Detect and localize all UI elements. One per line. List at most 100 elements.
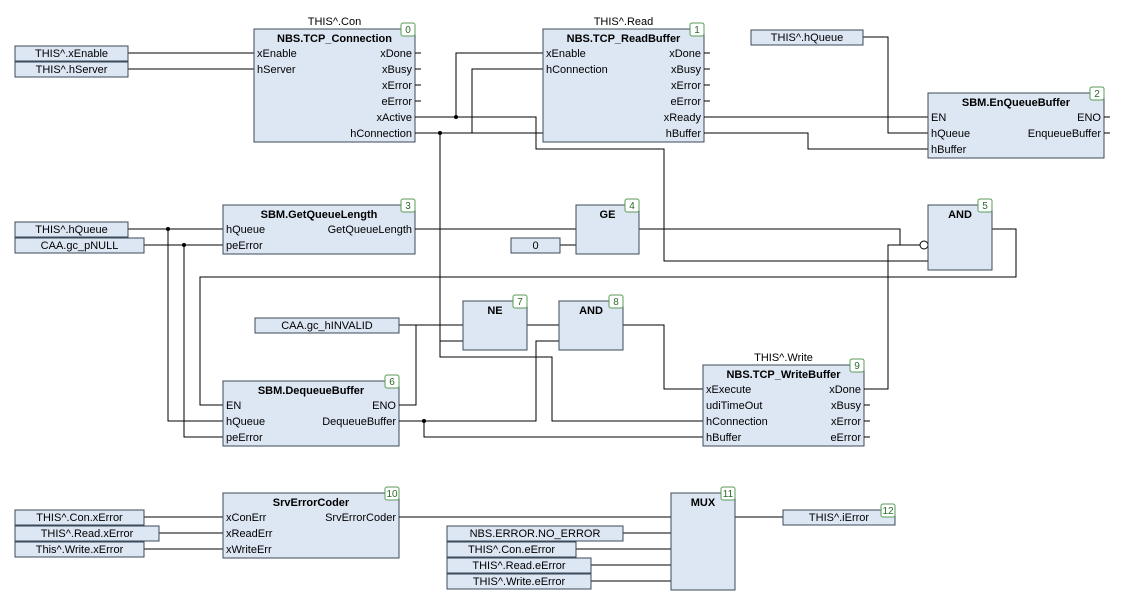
variable-box[interactable] [510, 237, 561, 254]
variable-box[interactable] [446, 525, 624, 542]
block-read[interactable]: THIS^.ReadNBS.TCP_ReadBuffer1xEnablehCon… [542, 16, 710, 143]
block-instance-name: THIS^.Con [308, 16, 361, 28]
block-body[interactable] [462, 300, 528, 351]
input-pin-EN: EN [226, 400, 241, 412]
variable-v_pNULL[interactable]: CAA.gc_pNULL [14, 237, 145, 254]
block-body[interactable] [542, 28, 705, 143]
output-pin-DequeueBuffer: DequeueBuffer [322, 416, 396, 428]
block-body[interactable] [253, 28, 416, 143]
block-number-badge [400, 198, 416, 213]
block-body[interactable] [558, 300, 624, 351]
variable-box[interactable] [14, 237, 145, 254]
junction-dot [166, 227, 170, 231]
block-number-badge [849, 358, 865, 373]
variable-v_zero[interactable]: 0 [510, 237, 561, 254]
block-body[interactable] [670, 492, 736, 591]
block-conn[interactable]: THIS^.ConNBS.TCP_Connection0xEnablehServ… [253, 16, 421, 143]
block-body[interactable] [927, 204, 993, 271]
variable-v_readx[interactable]: THIS^.Read.xError [14, 525, 160, 542]
variable-name: CAA.gc_pNULL [41, 240, 119, 252]
block-gql[interactable]: SBM.GetQueueLength3hQueuepeErrorGetQueue… [222, 198, 421, 255]
block-title: SBM.DequeueBuffer [258, 385, 365, 397]
wire [456, 116, 928, 262]
input-pin-hQueue: hQueue [226, 416, 265, 428]
variable-box[interactable] [446, 541, 577, 558]
block-number: 2 [1094, 89, 1100, 100]
block-enq[interactable]: SBM.EnQueueBuffer2ENhQueuehBufferENOEnqu… [927, 86, 1110, 159]
variable-v_writee[interactable]: THIS^.Write.eError [446, 573, 592, 590]
output-pin-xReady: xReady [664, 112, 702, 124]
variable-box[interactable] [14, 45, 129, 62]
wire [864, 244, 928, 390]
block-err[interactable]: SrvErrorCoder10xConErrxReadErrxWriteErrS… [222, 486, 405, 559]
variable-box[interactable] [14, 541, 145, 558]
output-pin-eError: eError [670, 96, 701, 108]
variable-number: 12 [882, 506, 894, 517]
input-pin-xConErr: xConErr [226, 512, 267, 524]
wire [183, 245, 223, 438]
variable-v_noerr[interactable]: NBS.ERROR.NO_ERROR [446, 525, 624, 542]
variable-box[interactable] [14, 509, 145, 526]
block-title: NE [487, 305, 502, 317]
block-body[interactable] [702, 364, 865, 447]
block-number: 1 [694, 25, 700, 36]
output-pin-SrvErrorCoder: SrvErrorCoder [325, 512, 396, 524]
block-deq[interactable]: SBM.DequeueBuffer6ENhQueuepeErrorENODequ… [222, 374, 405, 447]
block-number: 7 [517, 297, 523, 308]
variable-name: THIS^.hQueue [35, 224, 107, 236]
block-body[interactable] [222, 380, 400, 447]
variable-box[interactable] [14, 61, 129, 78]
block-write[interactable]: THIS^.WriteNBS.TCP_WriteBuffer9xExecuteu… [702, 352, 870, 447]
block-number: 10 [386, 489, 398, 500]
variable-box[interactable] [14, 221, 129, 238]
variable-name: CAA.gc_hINVALID [281, 320, 373, 332]
wire [704, 132, 928, 150]
block-ne[interactable]: NE 7 [462, 294, 528, 351]
variable-v_hServer[interactable]: THIS^.hServer [14, 61, 129, 78]
output-pin-xError: xError [382, 80, 412, 92]
block-body[interactable] [575, 204, 640, 255]
variable-v_hQueue_top[interactable]: THIS^.hQueue [750, 29, 864, 46]
input-pin-peError: peError [226, 240, 263, 252]
variable-box[interactable] [446, 573, 592, 590]
output-pin-ENO: ENO [1077, 112, 1101, 124]
block-number-badge [689, 22, 705, 37]
block-body[interactable] [222, 492, 400, 559]
variable-box[interactable] [446, 557, 592, 574]
output-pin-GetQueueLength: GetQueueLength [328, 224, 412, 236]
block-title: NBS.TCP_ReadBuffer [567, 33, 681, 45]
output-pin-hBuffer: hBuffer [666, 128, 702, 140]
block-ge[interactable]: GE4 [575, 198, 640, 255]
variable-name: NBS.ERROR.NO_ERROR [470, 528, 601, 540]
variable-name: THIS^.Read.eError [472, 560, 566, 572]
variable-box[interactable] [782, 509, 896, 526]
wire [439, 341, 703, 422]
variable-v_hQueue_mid[interactable]: THIS^.hQueue [14, 221, 129, 238]
variable-name: THIS^.hServer [36, 64, 108, 76]
wire [863, 36, 928, 134]
input-pin-xEnable: xEnable [546, 48, 586, 60]
block-title: SBM.EnQueueBuffer [962, 97, 1071, 109]
block-instance-name: THIS^.Write [754, 352, 813, 364]
variable-v_cone[interactable]: THIS^.Con.eError [446, 541, 577, 558]
block-number: 4 [629, 201, 635, 212]
variable-v_conx[interactable]: THIS^.Con.xError [14, 509, 145, 526]
variable-v_writex[interactable]: This^.Write.xError [14, 541, 145, 558]
input-pin-hConnection: hConnection [546, 64, 608, 76]
block-body[interactable] [927, 92, 1105, 159]
block-body[interactable] [222, 204, 416, 255]
variable-box[interactable] [254, 317, 400, 334]
variable-v_reade[interactable]: THIS^.Read.eError [446, 557, 592, 574]
input-pin-xExecute: xExecute [706, 384, 751, 396]
variable-v_xEnable[interactable]: THIS^.xEnable [14, 45, 129, 62]
output-pin-xBusy: xBusy [382, 64, 412, 76]
variable-box[interactable] [750, 29, 864, 46]
variable-box[interactable] [14, 525, 160, 542]
variable-v_hINVALID[interactable]: CAA.gc_hINVALID [254, 317, 400, 334]
wire [423, 421, 703, 438]
output-pin-ENO: ENO [372, 400, 396, 412]
